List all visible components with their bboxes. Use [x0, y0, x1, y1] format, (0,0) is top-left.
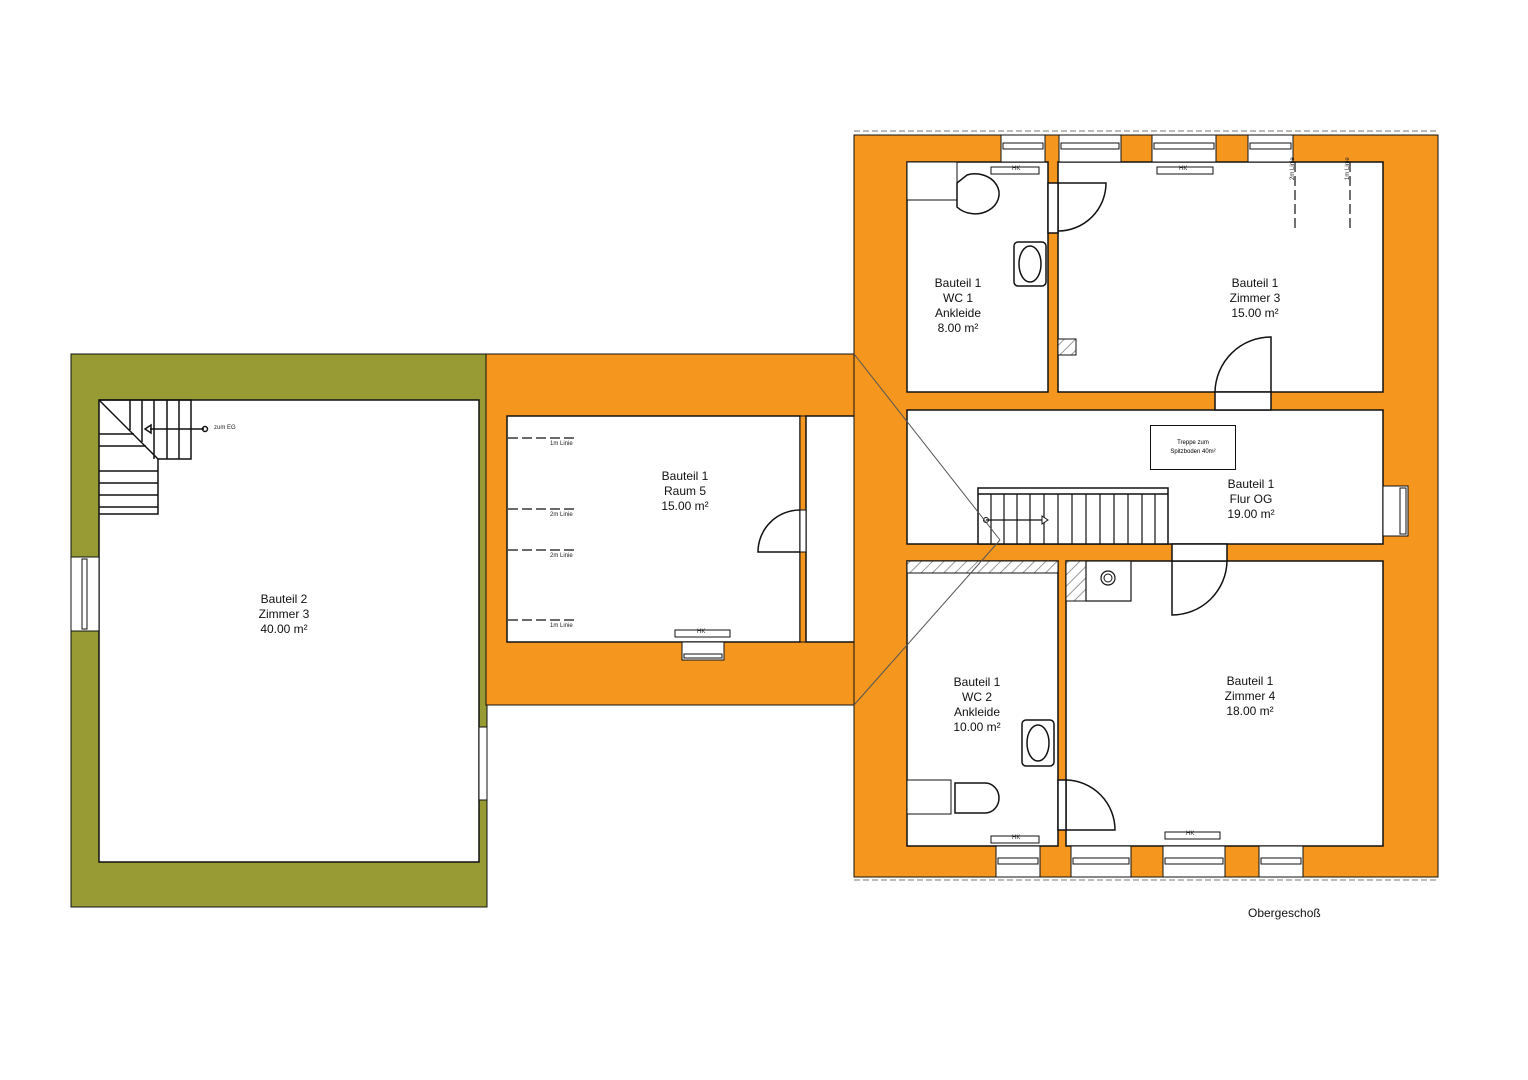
- room-name: WC 1: [942, 291, 973, 305]
- room-area: 15.00 m²: [661, 499, 709, 513]
- heater-label: HK: [1012, 166, 1021, 172]
- heater-label: HK: [1186, 831, 1195, 837]
- note-line: Spitzboden 40m²: [1170, 448, 1216, 455]
- heater-label: HK: [1179, 166, 1188, 172]
- room-label-b1-raum5: Bauteil 1 Raum 5 15.00 m²: [661, 469, 708, 514]
- room-label-b1-zimmer4: Bauteil 1 Zimmer 4 18.00 m²: [1225, 674, 1276, 719]
- room-area: 10.00 m²: [953, 720, 1001, 734]
- room-name2: Ankleide: [953, 705, 1001, 719]
- stairs-to-eg: [98, 399, 209, 515]
- room-area: 19.00 m²: [1227, 507, 1275, 521]
- heater-label: HK: [1012, 835, 1021, 841]
- room-name: Zimmer 3: [258, 607, 310, 621]
- room-area: 40.00 m²: [260, 622, 308, 636]
- attic-stairs-note: Treppe zum Spitzboden 40m²: [1150, 425, 1236, 470]
- room-area: 18.00 m²: [1226, 704, 1274, 718]
- note-line: Treppe zum: [1177, 439, 1209, 446]
- room-building: Bauteil 1: [661, 469, 709, 483]
- floor-title: Obergeschoß: [1248, 906, 1321, 920]
- room-name: Flur OG: [1229, 492, 1273, 506]
- room-area: 8.00 m²: [937, 321, 979, 335]
- room-building: Bauteil 1: [1226, 674, 1274, 688]
- room-name: Zimmer 4: [1224, 689, 1276, 703]
- bauteil-1-connector: [485, 353, 961, 706]
- line-label: 2m Linie: [550, 553, 573, 559]
- bauteil-1-main: [853, 130, 1439, 881]
- room-building: Bauteil 1: [1231, 276, 1279, 290]
- line-label-vertical: 2m Linie: [1290, 157, 1296, 180]
- room-name: WC 2: [961, 690, 992, 704]
- room-building: Bauteil 2: [260, 592, 308, 606]
- room-building: Bauteil 1: [1227, 477, 1275, 491]
- line-label: 1m Linie: [550, 623, 573, 629]
- room-label-b1-wc1: Bauteil 1 WC 1 Ankleide 8.00 m²: [935, 276, 982, 336]
- room-name: Raum 5: [663, 484, 707, 498]
- room-label-b1-wc2: Bauteil 1 WC 2 Ankleide 10.00 m²: [953, 675, 1000, 735]
- line-label-vertical: 1m Linie: [1345, 157, 1351, 180]
- room-name: Zimmer 3: [1229, 291, 1281, 305]
- room-name2: Ankleide: [934, 306, 982, 320]
- heater-label: HK: [697, 629, 706, 635]
- line-label: 2m Linie: [550, 512, 573, 518]
- stairs-down-label: zum EG: [214, 425, 236, 431]
- room-label-b2-zimmer3: Bauteil 2 Zimmer 3 40.00 m²: [259, 592, 310, 637]
- room-building: Bauteil 1: [953, 675, 1001, 689]
- room-area: 15.00 m²: [1231, 306, 1279, 320]
- bauteil-2-walls: [70, 353, 488, 908]
- room-label-b1-zimmer3: Bauteil 1 Zimmer 3 15.00 m²: [1230, 276, 1281, 321]
- room-building: Bauteil 1: [934, 276, 982, 290]
- room-label-b1-flur: Bauteil 1 Flur OG 19.00 m²: [1227, 477, 1274, 522]
- line-label: 1m Linie: [550, 441, 573, 447]
